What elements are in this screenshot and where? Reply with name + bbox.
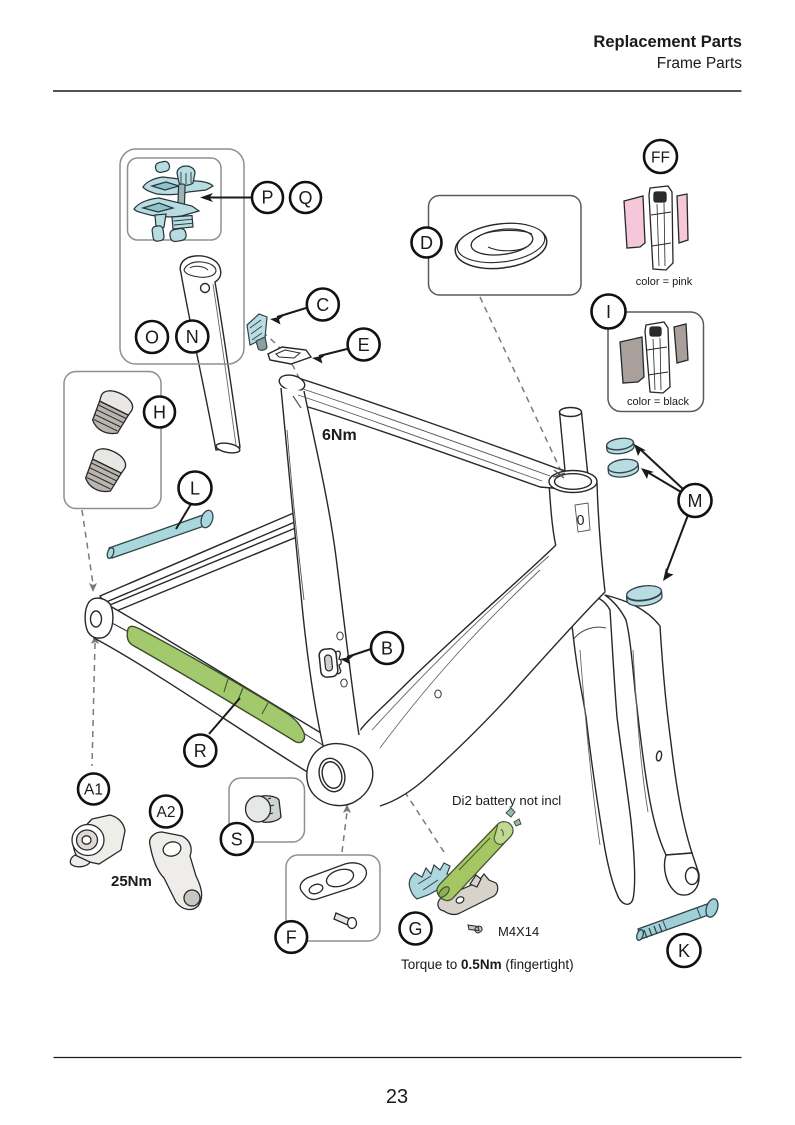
svg-text:FF: FF — [651, 150, 670, 167]
svg-text:Frame Parts: Frame Parts — [657, 55, 743, 72]
svg-text:F: F — [286, 928, 297, 948]
svg-text:M4X14: M4X14 — [498, 924, 539, 939]
svg-text:M: M — [688, 491, 703, 511]
svg-text:color = pink: color = pink — [636, 276, 693, 288]
svg-text:O: O — [145, 328, 159, 348]
svg-text:0: 0 — [576, 511, 585, 528]
svg-text:N: N — [186, 327, 199, 347]
svg-text:6Nm: 6Nm — [322, 427, 357, 444]
svg-text:D: D — [420, 233, 433, 253]
svg-text:K: K — [678, 941, 690, 961]
svg-text:E: E — [358, 335, 370, 355]
svg-text:Torque to 0.5Nm (fingertight): Torque to 0.5Nm (fingertight) — [401, 957, 574, 972]
svg-text:C: C — [316, 295, 329, 315]
svg-text:L: L — [190, 479, 200, 499]
svg-text:S: S — [231, 830, 243, 850]
svg-text:I: I — [606, 302, 611, 322]
svg-text:R: R — [194, 741, 207, 761]
svg-text:H: H — [153, 403, 166, 423]
svg-text:P: P — [261, 188, 273, 208]
svg-text:23: 23 — [386, 1086, 408, 1108]
svg-text:25Nm: 25Nm — [111, 873, 152, 890]
svg-text:Replacement Parts: Replacement Parts — [593, 33, 742, 51]
svg-text:A1: A1 — [84, 782, 103, 799]
svg-text:color = black: color = black — [627, 396, 690, 408]
svg-text:A2: A2 — [157, 804, 176, 821]
svg-text:G: G — [408, 919, 422, 939]
svg-text:B: B — [381, 639, 393, 659]
svg-text:Q: Q — [298, 188, 312, 208]
svg-text:Di2 battery not incl: Di2 battery not incl — [452, 793, 561, 808]
